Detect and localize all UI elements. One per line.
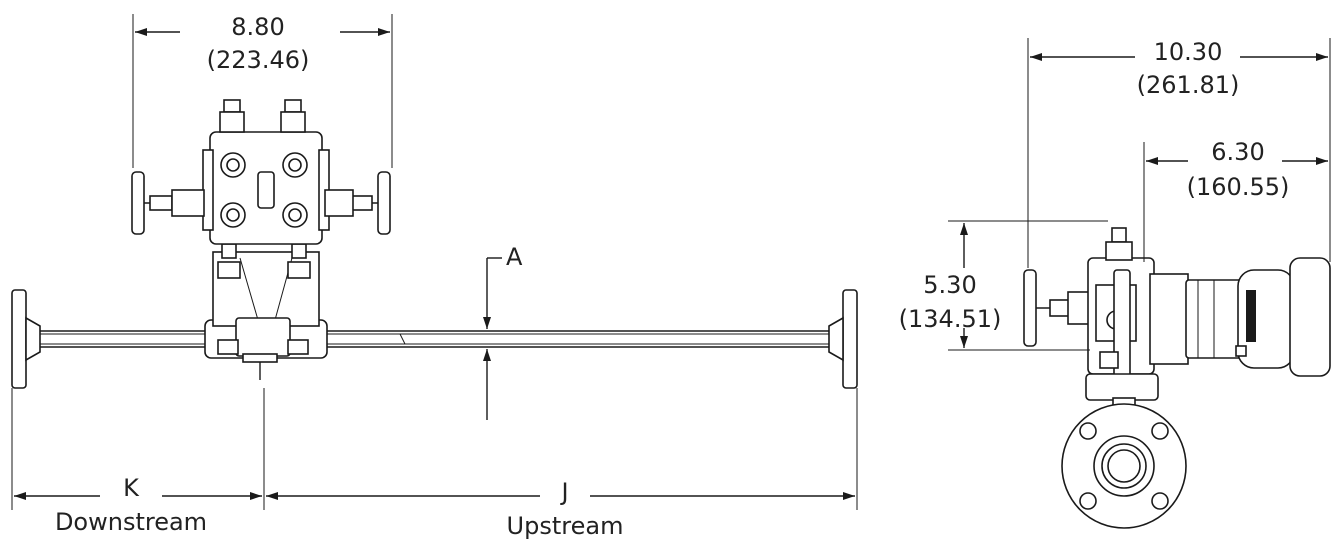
dimension-transmitter-depth: 6.30 (160.55) bbox=[1143, 138, 1328, 262]
height-inches: 5.30 bbox=[923, 271, 976, 299]
side-view bbox=[1023, 227, 1331, 529]
vent-valves bbox=[219, 99, 306, 133]
dimension-a: A bbox=[483, 243, 523, 420]
overall-depth-inches: 10.30 bbox=[1154, 38, 1223, 66]
label-j: J bbox=[559, 478, 568, 506]
dimension-k-j: K Downstream J Upstream bbox=[11, 388, 858, 540]
meter-pipe bbox=[40, 330, 829, 348]
left-valve-handle bbox=[131, 171, 205, 235]
manifold-width-mm: (223.46) bbox=[207, 46, 310, 74]
dimension-manifold-width: 8.80 (223.46) bbox=[132, 13, 393, 168]
overall-depth-mm: (261.81) bbox=[1137, 71, 1240, 99]
label-k: K bbox=[123, 474, 140, 502]
dimension-height: 5.30 (134.51) bbox=[899, 220, 1108, 351]
side-manifold bbox=[1085, 227, 1159, 401]
side-transmitter bbox=[1149, 257, 1331, 377]
transmitter-depth-mm: (160.55) bbox=[1187, 173, 1290, 201]
dimension-overall-depth: 10.30 (261.81) bbox=[1027, 38, 1331, 268]
right-flange bbox=[828, 289, 858, 389]
left-flange bbox=[11, 289, 41, 389]
transmitter-depth-inches: 6.30 bbox=[1211, 138, 1264, 166]
mounting-bolts bbox=[217, 243, 311, 279]
label-a: A bbox=[506, 243, 523, 271]
right-valve-handle bbox=[324, 171, 391, 235]
height-mm: (134.51) bbox=[899, 305, 1002, 333]
front-view bbox=[11, 99, 858, 389]
side-valve-handle bbox=[1023, 269, 1037, 347]
manifold-width-inches: 8.80 bbox=[231, 13, 284, 41]
manifold bbox=[202, 131, 330, 245]
side-pipe-flange bbox=[1061, 397, 1187, 529]
label-upstream: Upstream bbox=[507, 512, 624, 540]
label-downstream: Downstream bbox=[55, 508, 207, 536]
